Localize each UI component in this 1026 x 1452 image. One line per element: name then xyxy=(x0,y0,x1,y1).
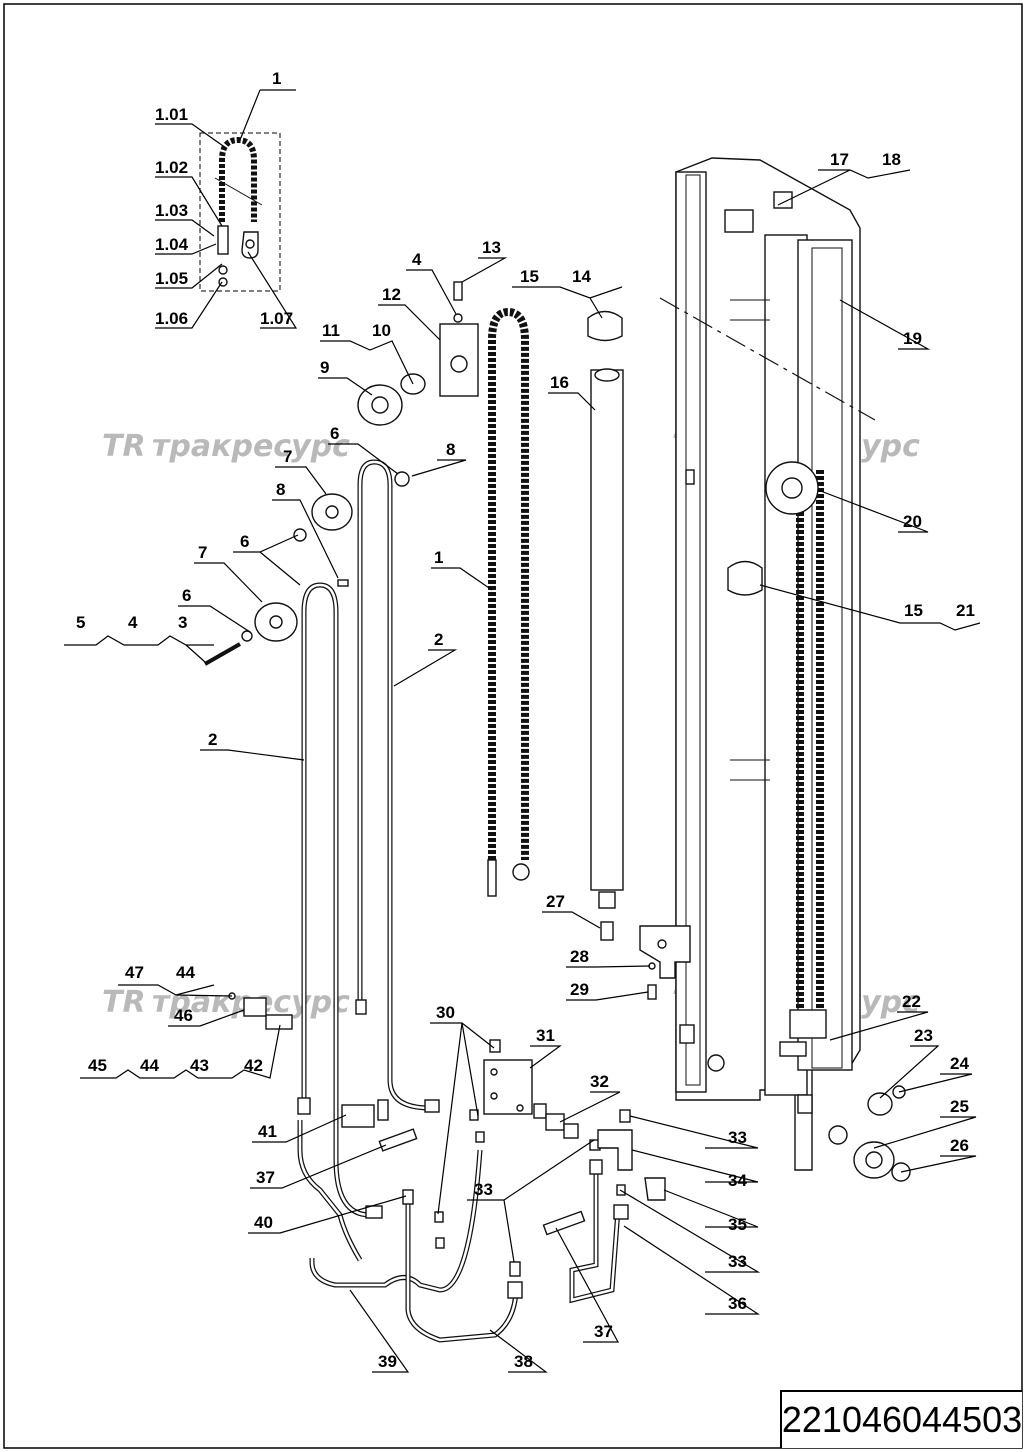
callout-28: 28 xyxy=(570,947,589,966)
callout-13: 13 xyxy=(482,238,501,257)
callout-25: 25 xyxy=(950,1097,969,1116)
callout-11: 11 xyxy=(322,321,340,340)
callout-1: 1 xyxy=(434,548,443,567)
callout-2: 2 xyxy=(208,730,217,749)
callout-leaders xyxy=(64,89,981,1373)
callout-27: 27 xyxy=(546,892,565,911)
callout-20: 20 xyxy=(903,512,922,531)
callout-44: 44 xyxy=(176,963,195,982)
callout-19: 19 xyxy=(903,329,922,348)
sheet-frame xyxy=(3,3,1023,1449)
watermark-3: TR тракресурс xyxy=(102,985,350,1020)
callout-15: 15 xyxy=(520,267,539,286)
callout-1-07: 1.07 xyxy=(260,309,293,328)
callout-3: 3 xyxy=(178,613,187,632)
chain-small xyxy=(219,136,257,222)
callout-40: 40 xyxy=(254,1213,273,1232)
callout-23: 23 xyxy=(914,1026,933,1045)
callout-7: 7 xyxy=(283,447,292,466)
watermark-text: тракресурс xyxy=(152,429,350,464)
callout-37: 37 xyxy=(594,1322,613,1341)
callout-1-04: 1.04 xyxy=(155,235,189,254)
callout-2: 2 xyxy=(434,630,443,649)
callout-1-02: 1.02 xyxy=(155,158,188,177)
callout-44: 44 xyxy=(140,1056,159,1075)
callout-8: 8 xyxy=(446,440,455,459)
callout-43: 43 xyxy=(190,1056,209,1075)
callout-30: 30 xyxy=(436,1003,455,1022)
callout-22: 22 xyxy=(902,992,921,1011)
callout-1-05: 1.05 xyxy=(155,269,188,288)
callout-37: 37 xyxy=(256,1168,275,1187)
callout-33: 33 xyxy=(728,1252,747,1271)
chain-detail-box xyxy=(199,132,281,292)
callout-16: 16 xyxy=(550,373,569,392)
callout-17: 17 xyxy=(830,150,849,169)
callout-1: 1 xyxy=(272,69,281,88)
callout-labels: 1 1.01 1.02 1.03 1.04 1.05 1.06 1.07 4 1… xyxy=(76,69,975,1371)
callout-47: 47 xyxy=(125,963,144,982)
callout-15: 15 xyxy=(904,601,923,620)
callout-6: 6 xyxy=(330,424,339,443)
callout-33: 33 xyxy=(474,1180,493,1199)
callout-41: 41 xyxy=(258,1122,277,1141)
callout-7: 7 xyxy=(198,543,207,562)
callout-46: 46 xyxy=(174,1006,193,1025)
mast-frame xyxy=(659,157,876,1171)
callout-26: 26 xyxy=(950,1136,969,1155)
callout-18: 18 xyxy=(882,150,901,169)
callout-4: 4 xyxy=(412,250,422,269)
callout-38: 38 xyxy=(514,1352,533,1371)
callout-21: 21 xyxy=(956,601,975,620)
callout-12: 12 xyxy=(382,285,401,304)
callout-1-06: 1.06 xyxy=(155,309,188,328)
callout-29: 29 xyxy=(570,980,589,999)
callout-39: 39 xyxy=(378,1352,397,1371)
callout-8: 8 xyxy=(276,480,285,499)
callout-1-01: 1.01 xyxy=(155,105,188,124)
callout-6: 6 xyxy=(182,586,191,605)
callout-9: 9 xyxy=(320,358,329,377)
parts-drawing xyxy=(199,132,911,1343)
document-number: 221046044503 xyxy=(780,1390,1022,1448)
callout-31: 31 xyxy=(536,1026,555,1045)
watermark-1: TR тракресурс xyxy=(102,429,350,464)
callout-24: 24 xyxy=(950,1054,969,1073)
callout-14: 14 xyxy=(572,267,591,286)
watermark-logo: TR xyxy=(102,429,146,464)
callout-34: 34 xyxy=(728,1171,747,1190)
callout-1-03: 1.03 xyxy=(155,201,188,220)
callout-42: 42 xyxy=(244,1056,263,1075)
callout-36: 36 xyxy=(728,1294,747,1313)
callout-33: 33 xyxy=(728,1128,747,1147)
callout-6: 6 xyxy=(240,532,249,551)
callout-4: 4 xyxy=(128,613,138,632)
callout-5: 5 xyxy=(76,613,85,632)
watermark-logo: TR xyxy=(102,985,146,1020)
callout-35: 35 xyxy=(728,1215,747,1234)
callout-45: 45 xyxy=(88,1056,107,1075)
callout-10: 10 xyxy=(372,321,391,340)
callout-32: 32 xyxy=(590,1072,609,1091)
